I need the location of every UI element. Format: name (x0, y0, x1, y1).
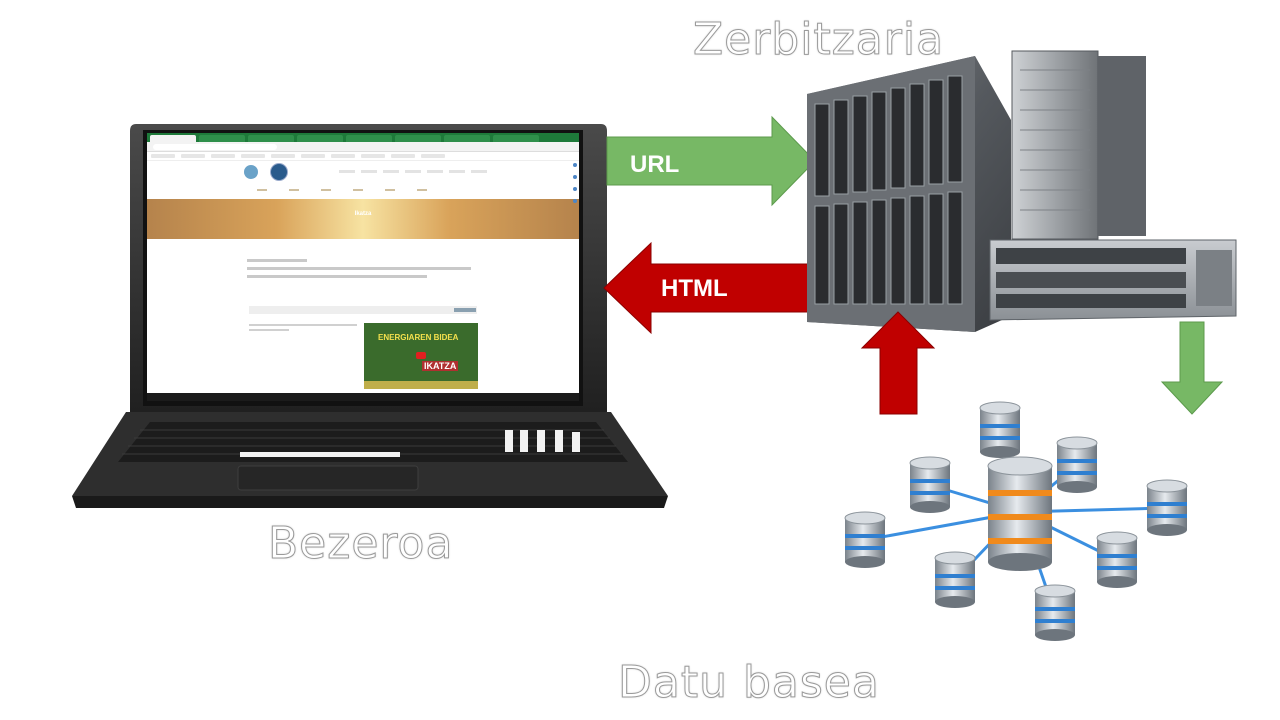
subnav-item[interactable] (257, 189, 267, 191)
server-label: Zerbitzaria (692, 14, 945, 66)
server-group (807, 50, 1237, 332)
bookmark-item[interactable] (331, 154, 355, 158)
browser-tab[interactable] (199, 135, 245, 142)
promo-title: ENERGIAREN BIDEA (378, 333, 459, 342)
bookmark-item[interactable] (151, 154, 175, 158)
subnav-item[interactable] (353, 189, 363, 191)
bookmark-item[interactable] (241, 154, 265, 158)
browser-sidebar (573, 163, 578, 211)
browser-tab[interactable] (297, 135, 343, 142)
section-header (249, 306, 477, 314)
nav-item[interactable] (449, 170, 465, 173)
sidebar-icon[interactable] (573, 163, 577, 167)
bookmark-item[interactable] (271, 154, 295, 158)
bookmark-item[interactable] (181, 154, 205, 158)
html-arrow-label: HTML (661, 275, 728, 302)
subnav-item[interactable] (417, 189, 427, 191)
url-request-arrow (606, 115, 816, 207)
laptop-screen-browser: Ikatza ENERGIAREN BIDEA IKATZA (147, 133, 579, 401)
subnav-item[interactable] (321, 189, 331, 191)
nav-item[interactable] (471, 170, 487, 173)
bookmark-item[interactable] (361, 154, 385, 158)
page-title: Ikatza (354, 211, 372, 217)
sidebar-icon[interactable] (573, 187, 577, 191)
nav-item[interactable] (339, 170, 355, 173)
browser-tab[interactable] (444, 135, 490, 142)
os-taskbar (147, 393, 579, 401)
sidebar-icon[interactable] (573, 175, 577, 179)
client-label: Bezeroa (267, 518, 454, 570)
bookmark-item[interactable] (211, 154, 235, 158)
nav-item[interactable] (405, 170, 421, 173)
article-text (247, 259, 477, 283)
html-response-arrow (603, 241, 816, 335)
play-icon[interactable] (416, 352, 426, 359)
sidebar-icon[interactable] (573, 199, 577, 203)
database-label: Datu basea (618, 657, 880, 709)
browser-tab[interactable] (150, 135, 196, 142)
browser-tab[interactable] (395, 135, 441, 142)
site-sub-nav (257, 189, 427, 191)
nav-item[interactable] (383, 170, 399, 173)
server-to-database-arrow (1160, 321, 1224, 415)
browser-tab[interactable] (346, 135, 392, 142)
site-emblem-icon (270, 163, 288, 181)
video-thumbnail[interactable]: ENERGIAREN BIDEA IKATZA (364, 323, 478, 389)
nav-item[interactable] (427, 170, 443, 173)
promo-badge: IKATZA (422, 361, 459, 371)
site-logo-icon (244, 165, 258, 179)
section-text (249, 324, 359, 334)
bookmark-item[interactable] (391, 154, 415, 158)
bookmark-item[interactable] (421, 154, 445, 158)
bookmarks-bar (147, 152, 579, 161)
database-network (844, 401, 1188, 642)
browser-tab[interactable] (248, 135, 294, 142)
central-database-icon (987, 456, 1053, 571)
page-hero-banner: Ikatza (147, 199, 579, 239)
browser-tab-bar (147, 133, 579, 142)
subnav-item[interactable] (289, 189, 299, 191)
browser-address-bar (147, 142, 579, 152)
nav-item[interactable] (361, 170, 377, 173)
browser-tab[interactable] (493, 135, 539, 142)
subnav-item[interactable] (385, 189, 395, 191)
site-top-nav (339, 170, 487, 173)
database-to-server-arrow (860, 311, 936, 415)
address-input[interactable] (153, 143, 277, 150)
site-header (147, 161, 579, 199)
url-arrow-label: URL (630, 151, 680, 178)
bookmark-item[interactable] (301, 154, 325, 158)
